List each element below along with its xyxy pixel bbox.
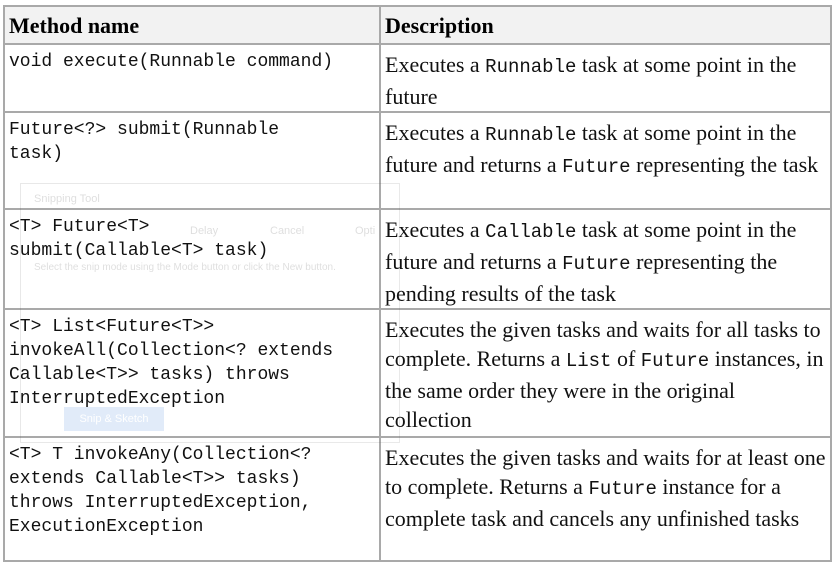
header-method-name: Method name xyxy=(3,5,381,45)
description-text: Executes a xyxy=(385,120,486,145)
description-text: task at some point in the future and ret… xyxy=(385,120,797,177)
method-description: Executes a Runnable task at some point i… xyxy=(379,111,832,210)
table-row: <T> T invokeAny(Collection<? extends Cal… xyxy=(3,436,832,562)
table-row: void execute(Runnable command) Executes … xyxy=(3,43,832,113)
inline-code: Runnable xyxy=(485,56,577,78)
inline-code: List xyxy=(565,350,612,372)
description-text: Executes a xyxy=(385,217,486,242)
description-text: representing the pending results of the … xyxy=(385,249,778,306)
method-signature: <T> Future<T> submit(Callable<T> task) xyxy=(3,208,381,310)
description-text: representing the task xyxy=(630,152,819,177)
description-text: task at some point in the future xyxy=(385,52,797,109)
table-row: <T> Future<T> submit(Callable<T> task) E… xyxy=(3,208,832,310)
description-text: Executes the given tasks and waits for a… xyxy=(385,445,826,499)
description-text: instances, in the same order they were i… xyxy=(385,346,824,432)
method-signature: void execute(Runnable command) xyxy=(3,43,381,113)
methods-table: Method name Description void execute(Run… xyxy=(3,5,832,562)
inline-code: Future xyxy=(640,350,710,372)
method-description: Executes a Callable task at some point i… xyxy=(379,208,832,310)
description-text: of xyxy=(611,346,641,371)
inline-code: Callable xyxy=(485,221,577,243)
description-text: Executes a xyxy=(385,52,486,77)
method-description: Executes the given tasks and waits for a… xyxy=(379,308,832,438)
table-row: <T> List<Future<T>> invokeAll(Collection… xyxy=(3,308,832,438)
description-text: Executes the given tasks and waits for a… xyxy=(385,317,821,371)
header-row: Method name Description xyxy=(3,5,832,45)
inline-code: Future xyxy=(562,156,631,178)
description-text: instance for a complete task and cancels… xyxy=(385,474,800,531)
method-signature: <T> T invokeAny(Collection<? extends Cal… xyxy=(3,436,381,562)
method-description: Executes the given tasks and waits for a… xyxy=(379,436,832,562)
table-row: Future<?> submit(Runnable task) Executes… xyxy=(3,111,832,210)
inline-code: Runnable xyxy=(485,124,577,146)
inline-code: Future xyxy=(588,478,657,500)
description-text: task at some point in the future and ret… xyxy=(385,217,797,274)
method-description: Executes a Runnable task at some point i… xyxy=(379,43,832,113)
method-signature: Future<?> submit(Runnable task) xyxy=(3,111,381,210)
header-description: Description xyxy=(379,5,832,45)
method-signature: <T> List<Future<T>> invokeAll(Collection… xyxy=(3,308,381,438)
inline-code: Future xyxy=(562,253,631,275)
